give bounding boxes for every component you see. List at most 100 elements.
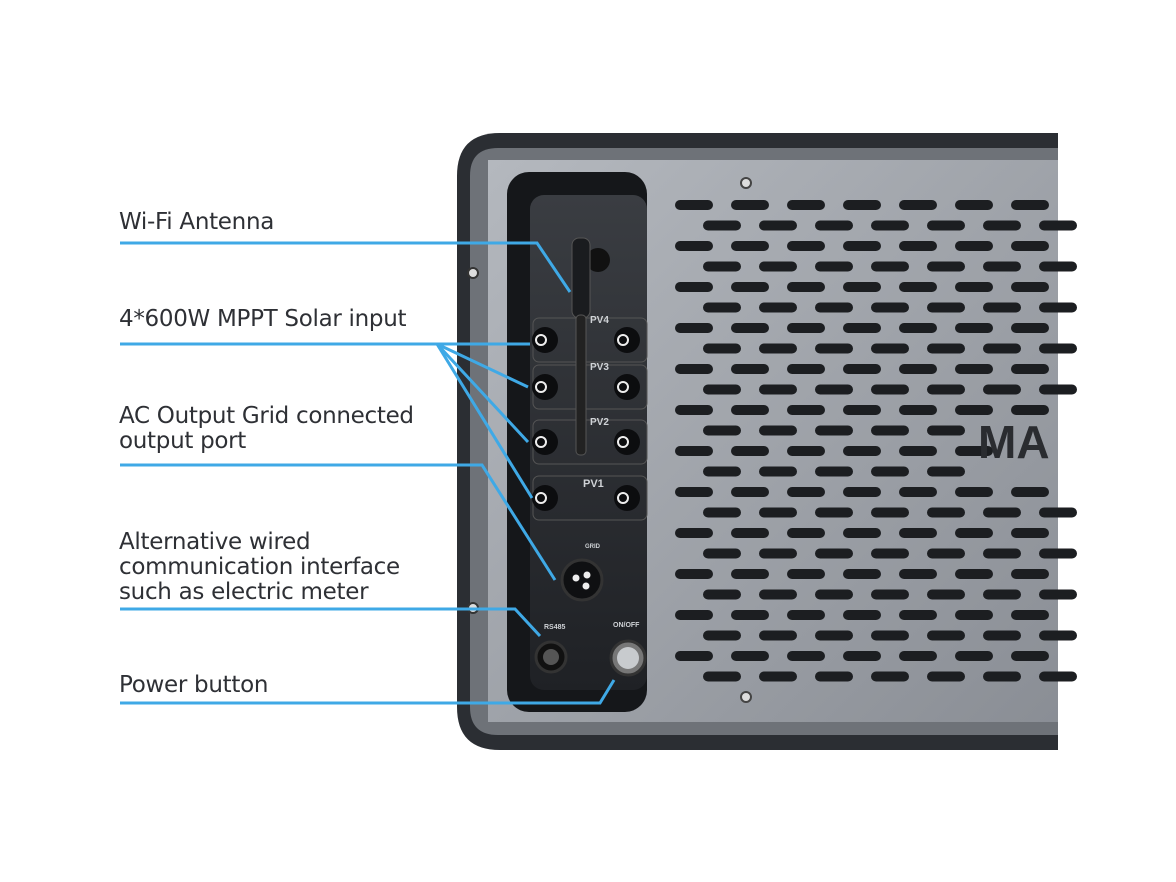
vent-slot [815, 425, 853, 436]
vent-slot [703, 630, 741, 641]
vent-slot [871, 507, 909, 518]
vent-slot [759, 671, 797, 682]
vent-slot [759, 220, 797, 231]
vent-slot [871, 589, 909, 600]
vent-slot [1039, 343, 1077, 354]
vent-slot [759, 425, 797, 436]
vent-slot [1039, 589, 1077, 600]
vent-slot [1011, 651, 1049, 661]
vent-slot [843, 446, 881, 456]
vent-slot [871, 343, 909, 354]
vent-slot [871, 548, 909, 559]
vent-slot [675, 651, 713, 661]
vent-slot [899, 651, 937, 661]
vent-slot [675, 528, 713, 538]
vent-slot [759, 302, 797, 313]
vent-slot [675, 323, 713, 333]
vent-slot [927, 425, 965, 436]
vent-slot [955, 446, 993, 456]
callout-text: communication interface [119, 554, 400, 580]
vent-slot [787, 200, 825, 210]
vent-slot [899, 323, 937, 333]
vent-slot [1039, 630, 1077, 641]
vent-slot [731, 610, 769, 620]
vent-slot [759, 548, 797, 559]
brand-logo: MA [978, 416, 1050, 468]
vent-slot [731, 487, 769, 497]
vent-slot [731, 651, 769, 661]
vent-slot [787, 241, 825, 251]
vent-slot [703, 466, 741, 477]
vent-slot [703, 671, 741, 682]
vent-slot [787, 487, 825, 497]
vent-slot [1039, 220, 1077, 231]
vent-slot [871, 302, 909, 313]
vent-slot [843, 610, 881, 620]
vent-slot [843, 200, 881, 210]
vent-slot [899, 487, 937, 497]
vent-slot [983, 589, 1021, 600]
port-label-grid: GRID [585, 544, 601, 550]
vent-slot [675, 446, 713, 456]
vent-slot [927, 220, 965, 231]
vent-slot [843, 323, 881, 333]
vent-slot [983, 671, 1021, 682]
vent-slot [731, 446, 769, 456]
vent-slot [927, 302, 965, 313]
vent-slot [927, 343, 965, 354]
vent-slot [815, 630, 853, 641]
vent-slot [759, 507, 797, 518]
vent-slot [815, 548, 853, 559]
port-label-pv1: PV1 [583, 478, 604, 490]
vent-slot [787, 282, 825, 292]
vent-slot [787, 610, 825, 620]
vent-slot [731, 200, 769, 210]
vent-slot [1011, 282, 1049, 292]
callout-wifi-antenna: Wi-Fi Antenna [119, 210, 274, 235]
vent-slot [703, 548, 741, 559]
vent-slot [927, 589, 965, 600]
callout-lines [120, 241, 616, 705]
vent-slot [675, 364, 713, 374]
vent-slot [983, 261, 1021, 272]
vent-slot [759, 384, 797, 395]
vent-slot [759, 466, 797, 477]
callout-solar-input: 4*600W MPPT Solar input [119, 306, 407, 332]
callout-text: Power button [119, 672, 269, 698]
vent-slot [675, 405, 713, 415]
vent-slot [983, 507, 1021, 518]
vent-slot [927, 466, 965, 477]
vent-slot [843, 487, 881, 497]
vent-slot [927, 671, 965, 682]
vent-slot [815, 384, 853, 395]
callout-text: such as electric meter [119, 579, 369, 605]
vent-grille [675, 200, 1077, 682]
vent-slot [843, 569, 881, 579]
vent-slot [703, 220, 741, 231]
vent-slot [815, 302, 853, 313]
vent-slot [871, 630, 909, 641]
vent-slot [731, 323, 769, 333]
vent-slot [843, 405, 881, 415]
connector-bay: PV4 PV3 PV2 PV1 GRID RS485 ON/OFF [507, 172, 648, 712]
vent-slot [787, 323, 825, 333]
vent-slot [1011, 487, 1049, 497]
vent-slot [703, 302, 741, 313]
vent-slot [759, 589, 797, 600]
vent-slot [983, 548, 1021, 559]
vent-slot [1011, 405, 1049, 415]
port-label-pv3: PV3 [590, 362, 609, 373]
vent-slot [899, 200, 937, 210]
vent-slot [815, 466, 853, 477]
port-label-rs485: RS485 [544, 624, 566, 631]
vent-slot [787, 528, 825, 538]
callout-line-power [120, 679, 616, 705]
callout-text: AC Output Grid connected [119, 403, 414, 429]
vent-slot [955, 528, 993, 538]
vent-slot [787, 364, 825, 374]
vent-slot [871, 671, 909, 682]
vent-slot [983, 630, 1021, 641]
callout-text: 4*600W MPPT Solar input [119, 306, 407, 332]
